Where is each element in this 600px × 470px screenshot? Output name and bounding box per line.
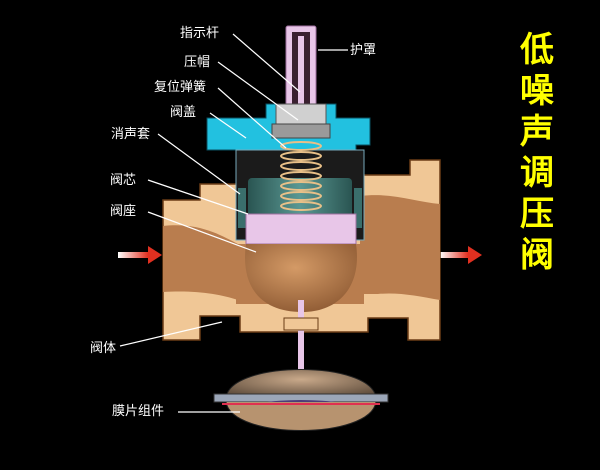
inlet-flow-arrow [118,246,162,264]
label-indicator-rod: 指示杆 [180,26,220,41]
valve-plug-plate [245,213,357,245]
valve-stem [298,300,304,398]
title-char: 声 [520,112,554,152]
label-valve-body: 阀体 [90,341,117,356]
label-return-spring: 复位弹簧 [154,80,207,95]
title-char: 噪 [520,71,554,111]
label-pressure-cap: 压帽 [184,55,211,70]
label-silencer-sleeve: 消声套 [111,127,151,142]
diaphragm-assembly [213,369,389,431]
title-char: 低 [520,30,554,70]
diagram-title: 低 噪 声 调 压 阀 [514,30,560,276]
label-valve-seat: 阀座 [110,204,137,219]
valve-seat-ball [245,244,357,312]
outlet-flow-arrow [440,246,482,264]
label-diaphragm-assembly: 膜片组件 [112,404,165,419]
title-char: 压 [520,194,554,234]
label-valve-core: 阀芯 [110,173,137,188]
pressure-cap [275,103,327,125]
flow-passage [163,195,440,300]
label-valve-cover: 阀盖 [170,105,197,120]
title-char: 阀 [520,235,554,275]
label-guard-cover: 护罩 [350,43,377,58]
title-char: 调 [520,153,554,193]
yoke [283,317,319,331]
leader-lines [119,33,348,413]
return-spring [280,141,322,211]
indicator-rod [298,36,304,132]
